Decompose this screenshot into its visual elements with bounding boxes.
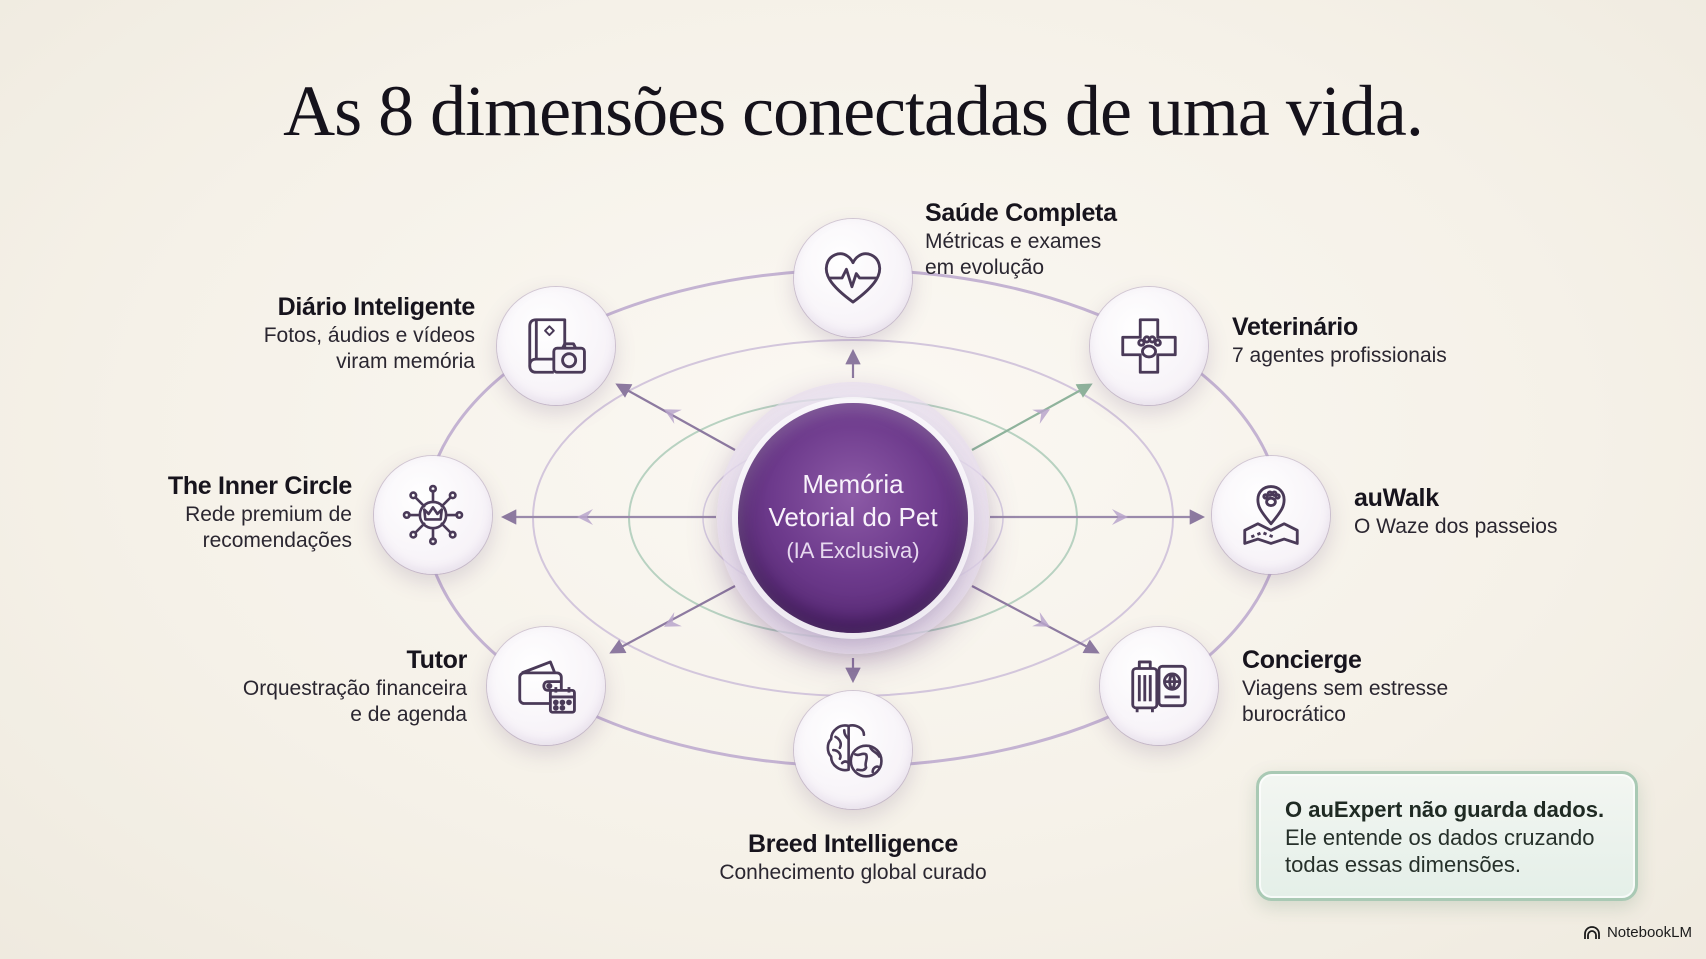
label-auwalk: auWalk O Waze dos passeios [1354, 482, 1557, 540]
veterinario-title: Veterinário [1232, 313, 1358, 341]
node-inner [374, 456, 492, 574]
node-veterinario [1090, 287, 1208, 405]
callout-box: O auExpert não guarda dados. Ele entende… [1256, 771, 1638, 901]
breed-desc-1: Conhecimento global curado [719, 861, 987, 884]
diario-desc-1: Fotos, áudios e vídeos [263, 324, 475, 347]
book-camera-icon [528, 318, 586, 374]
center-line-2: Vetorial do Pet [768, 502, 938, 532]
label-tutor: Tutor Orquestração financeira e de agend… [167, 644, 467, 728]
node-tutor [487, 627, 605, 745]
auwalk-desc-1: O Waze dos passeios [1354, 515, 1558, 538]
crown-network-icon [402, 484, 464, 546]
tutor-desc-2: e de agenda [350, 703, 467, 726]
node-diario [497, 287, 615, 405]
veterinario-desc-1: 7 agentes profissionais [1232, 344, 1447, 367]
flow-chevrons [577, 409, 1128, 627]
tutor-title: Tutor [406, 646, 467, 674]
saude-title: Saúde Completa [925, 199, 1117, 227]
brand-watermark: NotebookLM [1583, 924, 1692, 941]
callout-bold: O auExpert não guarda dados. [1285, 797, 1605, 822]
label-concierge: Concierge Viagens sem estresse burocráti… [1242, 644, 1448, 728]
callout-line-2: todas essas dimensões. [1285, 852, 1522, 877]
callout-line-1: Ele entende os dados cruzando [1285, 825, 1595, 850]
map-pin-paw-icon [1243, 485, 1299, 545]
arrow-concierge [971, 585, 1100, 654]
connection-arrows [500, 348, 1206, 684]
inner-desc-1: Rede premium de [185, 503, 352, 526]
arrow-veterinario [971, 383, 1093, 451]
label-veterinario: Veterinário 7 agentes profissionais [1232, 311, 1447, 369]
diario-desc-2: viram memória [336, 350, 475, 373]
node-concierge [1100, 627, 1218, 745]
label-inner: The Inner Circle Rede premium de recomen… [90, 470, 352, 554]
saude-desc-2: em evolução [925, 256, 1045, 279]
arrow-tutor [609, 585, 736, 654]
medical-cross-paw-icon [1121, 318, 1177, 374]
concierge-title: Concierge [1242, 646, 1362, 674]
center-line-1: Memória [802, 469, 904, 499]
label-breed: Breed Intelligence Conhecimento global c… [653, 828, 1053, 886]
label-diario: Diário Inteligente Fotos, áudios e vídeo… [175, 291, 476, 375]
breed-title: Breed Intelligence [748, 830, 958, 858]
saude-desc-1: Métricas e exames [925, 230, 1102, 253]
center-hub: Memória Vetorial do Pet (IA Exclusiva) [738, 403, 968, 633]
concierge-desc-2: burocrático [1242, 703, 1346, 726]
label-saude: Saúde Completa Métricas e exames em evol… [925, 197, 1117, 281]
auwalk-title: auWalk [1354, 484, 1439, 512]
center-line-3: (IA Exclusiva) [786, 538, 920, 563]
heartbeat-icon [824, 252, 882, 304]
diario-title: Diário Inteligente [277, 293, 476, 321]
node-saude [794, 219, 912, 337]
wallet-calendar-icon [518, 660, 576, 714]
arrow-diario [615, 383, 736, 451]
luggage-passport-icon [1131, 660, 1187, 713]
node-auwalk [1212, 456, 1330, 574]
brain-globe-icon [826, 724, 883, 778]
inner-title: The Inner Circle [167, 472, 352, 500]
page-title: As 8 dimensões conectadas de uma vida. [283, 71, 1424, 151]
brand-label: NotebookLM [1606, 924, 1692, 941]
concierge-desc-1: Viagens sem estresse [1242, 677, 1449, 700]
tutor-desc-1: Orquestração financeira [242, 677, 467, 700]
node-breed [794, 691, 912, 809]
notebooklm-logo-icon [1584, 925, 1600, 939]
inner-desc-2: recomendações [202, 529, 352, 552]
